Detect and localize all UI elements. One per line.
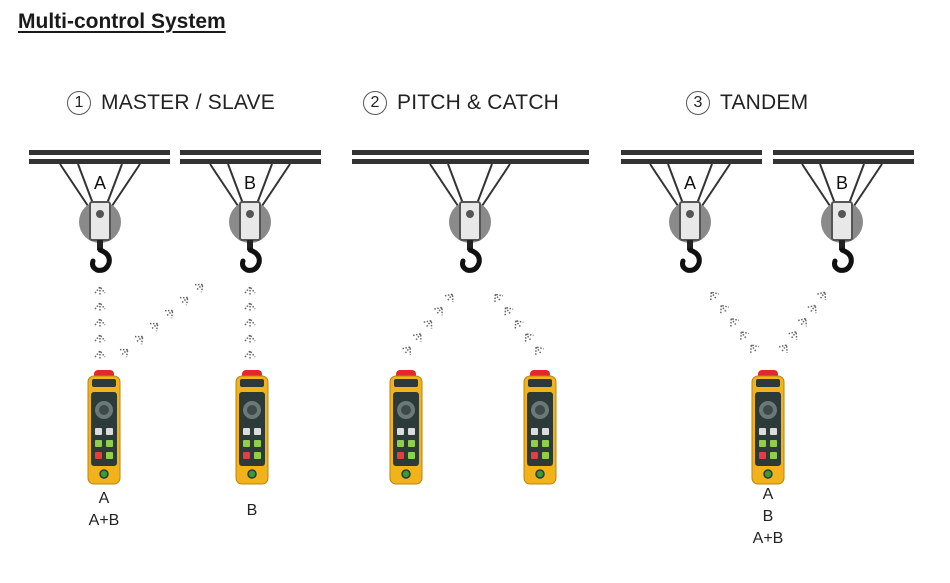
signal-catch-to-hook: [490, 290, 547, 358]
signal-mark: [94, 286, 106, 297]
signal-mark: [94, 302, 106, 313]
signal-mark: [131, 332, 147, 347]
caption-slave-remote: B: [222, 500, 282, 522]
signal-pitch-to-hook: [399, 290, 458, 358]
signal-mark: [244, 334, 256, 345]
signal-mark: [736, 328, 752, 343]
crane-label-tandem-b: B: [836, 173, 848, 193]
signal-mark: [500, 303, 516, 319]
signal-mark: [795, 314, 811, 330]
signal-mark: [431, 303, 447, 319]
crane-label-master-b: B: [244, 173, 256, 193]
signal-mark: [94, 334, 106, 345]
radio-signals: [94, 280, 830, 361]
signal-mark: [786, 328, 801, 343]
caption-master-remote-line-2: A+B: [88, 512, 120, 529]
signal-mark: [176, 293, 192, 308]
signal-mark: [116, 345, 132, 360]
signal-mark: [94, 318, 106, 329]
signal-master-to-a: [94, 286, 106, 361]
signal-mark: [399, 343, 415, 358]
rail-tandem-a: [621, 150, 762, 164]
signal-slave-to-b: [244, 286, 256, 361]
section-pitch-catch: 2 PITCH & CATCH: [363, 88, 559, 118]
remote-tandem: [751, 369, 785, 485]
crane-label-master-a: A: [94, 173, 106, 193]
signal-mark: [510, 316, 526, 332]
signal-tandem-to-a: [706, 288, 762, 356]
signal-master-to-b: [116, 280, 207, 360]
signal-mark: [191, 280, 207, 295]
section-number-2: 2: [363, 91, 387, 115]
signal-mark: [244, 286, 256, 297]
signal-mark: [244, 318, 256, 329]
signal-mark: [521, 330, 537, 345]
page-title: Multi-control System: [18, 10, 226, 33]
caption-master-remote: A A+B: [74, 488, 134, 532]
signal-mark: [531, 343, 547, 358]
caption-tandem-remote: A B A+B: [738, 484, 798, 550]
remote-catch: [523, 369, 557, 485]
signal-mark: [146, 319, 162, 334]
signal-mark: [442, 290, 458, 306]
section-number-3: 3: [686, 91, 710, 115]
remote-master: [87, 369, 121, 485]
signal-tandem-to-b: [776, 288, 830, 356]
crane-label-tandem-a: A: [684, 173, 696, 193]
caption-tandem-remote-line-2: B: [762, 508, 774, 525]
signal-mark: [776, 341, 792, 356]
signal-mark: [94, 350, 106, 361]
signal-mark: [421, 316, 437, 332]
caption-master-remote-line-1: A: [98, 490, 110, 507]
signal-mark: [244, 302, 256, 313]
signal-mark: [716, 301, 732, 317]
section-label-tandem: TANDEM: [720, 91, 809, 114]
signal-mark: [805, 301, 821, 317]
section-master-slave: 1 MASTER / SLAVE: [67, 88, 275, 118]
section-label-pitch-catch: PITCH & CATCH: [397, 91, 560, 114]
rail-master-a: [29, 150, 170, 164]
remote-pitch: [389, 369, 423, 485]
signal-mark: [244, 350, 256, 361]
signal-mark: [706, 288, 722, 304]
signal-mark: [814, 288, 830, 304]
rail-pitch-catch: [352, 150, 589, 164]
signal-mark: [161, 306, 177, 321]
crane-hook-pitch-catch: [430, 164, 510, 270]
section-number-1: 1: [67, 91, 91, 115]
signal-mark: [410, 329, 426, 345]
rail-tandem-b: [773, 150, 914, 164]
caption-tandem-remote-line-1: A: [762, 486, 774, 503]
caption-tandem-remote-line-3: A+B: [752, 530, 784, 547]
caption-slave-remote-line-1: B: [246, 502, 258, 519]
signal-mark: [490, 290, 506, 306]
signal-mark: [746, 341, 762, 356]
rail-master-b: [180, 150, 321, 164]
section-tandem: 3 TANDEM: [686, 88, 808, 118]
signal-mark: [726, 314, 742, 330]
section-label-master-slave: MASTER / SLAVE: [101, 91, 275, 114]
remote-slave: [235, 369, 269, 485]
